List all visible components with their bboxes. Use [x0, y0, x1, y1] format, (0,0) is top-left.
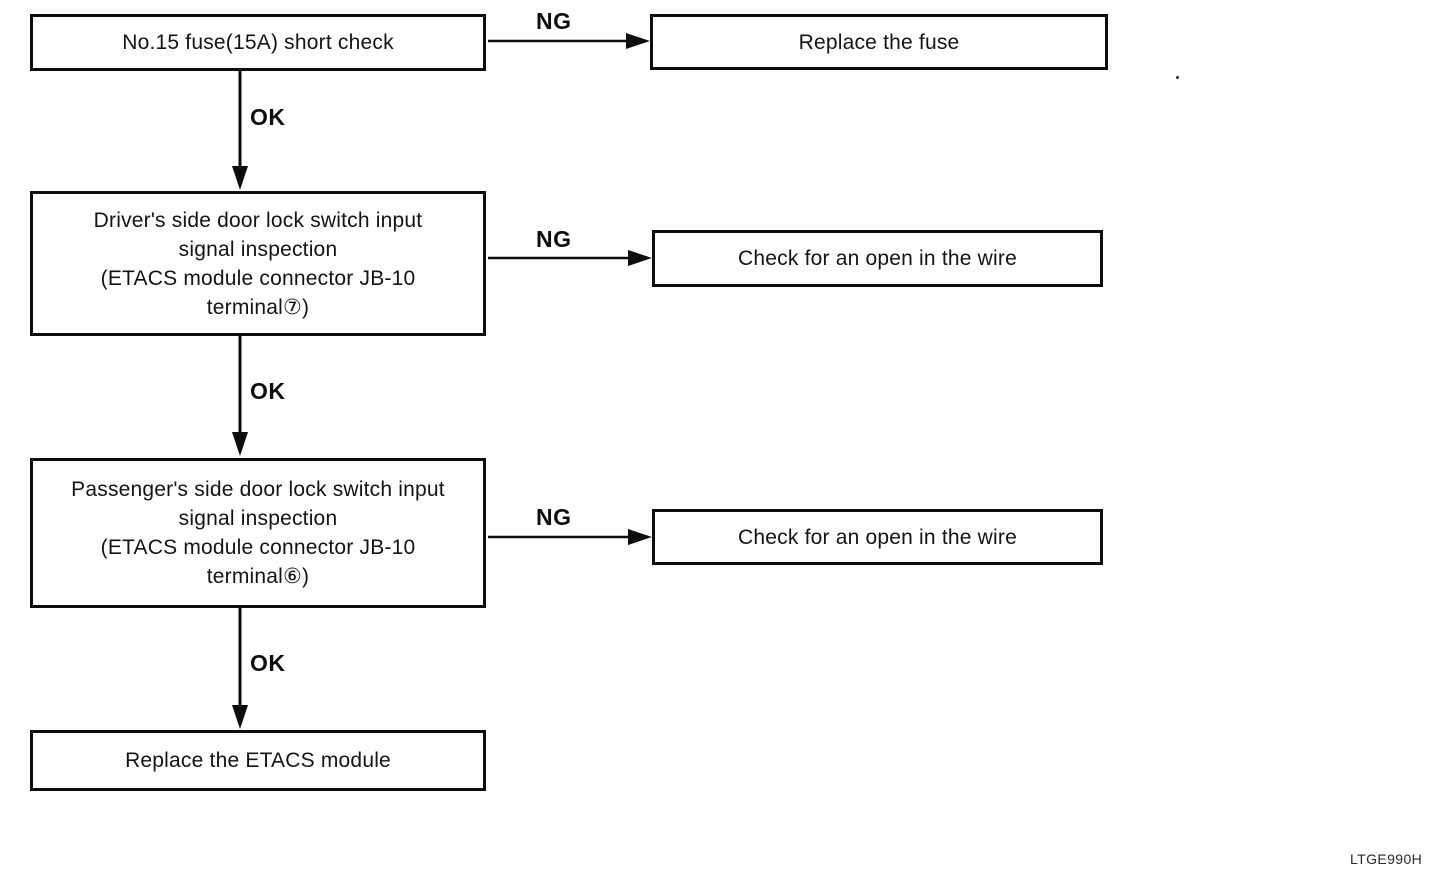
node-text-line: No.15 fuse(15A) short check — [122, 31, 394, 54]
edge-label-ng-passenger: NG — [536, 504, 572, 530]
arrow-ok-driver — [232, 336, 248, 456]
arrow-ok-passenger — [232, 608, 248, 729]
node-text-line: terminal⑦) — [206, 295, 310, 319]
edge-label-ok-fuse: OK — [250, 104, 286, 130]
arrow-ok-fuse — [232, 71, 248, 190]
figure-code: LTGE990H — [1350, 851, 1423, 867]
node-text-line: signal inspection — [178, 507, 338, 530]
edge-label-ng-fuse: NG — [536, 8, 572, 34]
scan-speck — [1176, 76, 1179, 79]
edge-label-ng-driver: NG — [536, 226, 572, 252]
node-text-line: Driver's side door lock switch input — [93, 208, 423, 232]
node-fuse-check: No.15 fuse(15A) short check — [30, 14, 486, 71]
edge-label-ok-driver: OK — [250, 378, 286, 404]
node-text-line: Passenger's side door lock switch input — [71, 478, 445, 501]
node-replace-etacs: Replace the ETACS module — [30, 730, 486, 791]
node-text-line: Check for an open in the wire — [738, 525, 1017, 549]
node-text-line: (ETACS module connector JB-10 — [100, 266, 416, 290]
node-text-line: Replace the fuse — [798, 30, 960, 54]
node-text-line: terminal⑥) — [206, 565, 310, 588]
node-check-wire-passenger: Check for an open in the wire — [652, 509, 1103, 565]
node-driver-door-lock-inspection: Driver's side door lock switch input sig… — [30, 191, 486, 336]
node-check-wire-driver: Check for an open in the wire — [652, 230, 1103, 287]
edge-label-ok-passenger: OK — [250, 650, 286, 676]
arrow-ng-passenger — [488, 529, 652, 545]
node-text-line: (ETACS module connector JB-10 — [100, 536, 416, 559]
node-text-line: Check for an open in the wire — [738, 247, 1017, 270]
arrow-ng-fuse — [488, 33, 650, 49]
node-text-line: Replace the ETACS module — [125, 749, 391, 772]
node-passenger-door-lock-inspection: Passenger's side door lock switch input … — [30, 458, 486, 608]
node-replace-fuse: Replace the fuse — [650, 14, 1108, 70]
node-text-line: signal inspection — [178, 237, 338, 261]
